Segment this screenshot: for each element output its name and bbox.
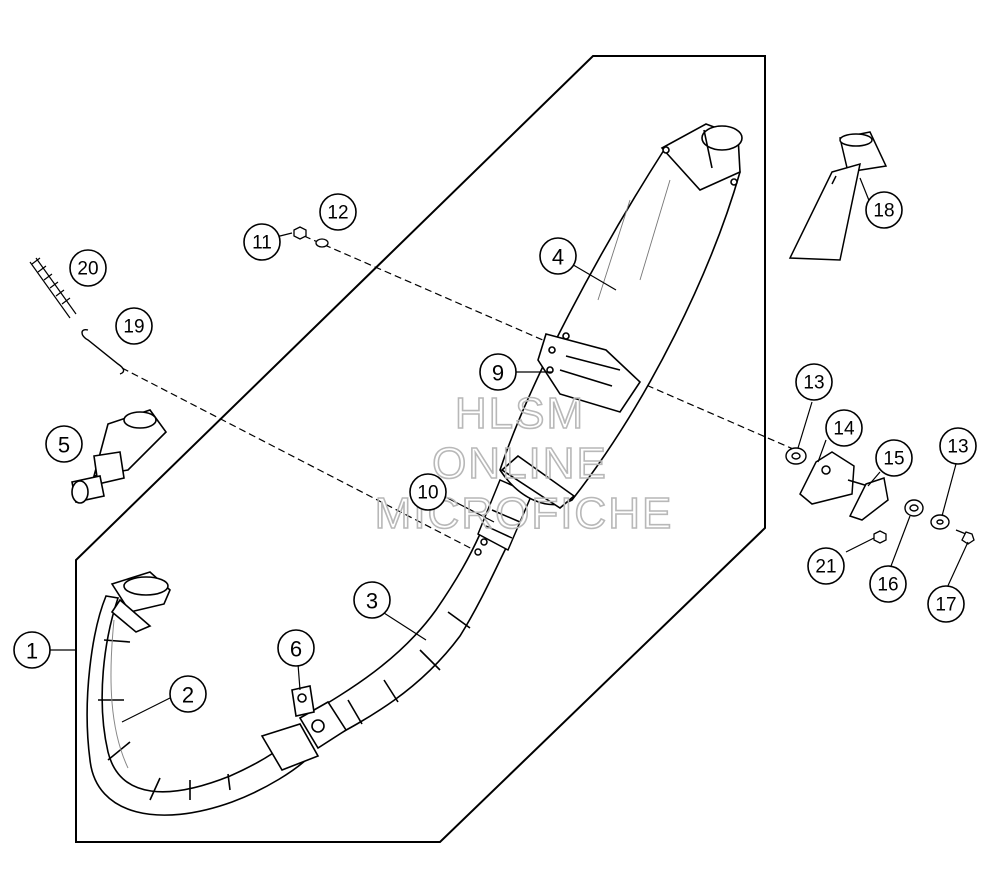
nut-11 [293, 226, 307, 240]
header-pipe [86, 571, 320, 816]
callout-11[interactable]: 11 [243, 223, 281, 261]
svg-text:15: 15 [883, 449, 904, 470]
callout-16[interactable]: 16 [869, 565, 907, 603]
svg-text:10: 10 [417, 483, 438, 504]
middle-pipe [298, 532, 508, 750]
svg-text:21: 21 [815, 557, 836, 578]
grommet-16 [904, 499, 924, 517]
callout-13-left[interactable]: 13 [795, 363, 833, 401]
washer-13-right [930, 514, 950, 530]
svg-text:1: 1 [26, 639, 38, 664]
svg-text:6: 6 [290, 637, 302, 662]
svg-text:11: 11 [252, 233, 272, 254]
callout-14[interactable]: 14 [825, 409, 863, 447]
callout-10[interactable]: 10 [409, 473, 447, 511]
callout-9[interactable]: 9 [479, 353, 517, 391]
bracket-15 [848, 477, 889, 521]
mounting-bracket [291, 685, 315, 717]
adapter-18 [788, 131, 888, 261]
svg-text:3: 3 [366, 589, 378, 614]
svg-text:5: 5 [58, 433, 70, 458]
hook-part [81, 328, 125, 375]
washer-13-left [785, 447, 807, 465]
silencer [499, 123, 743, 509]
callouts: 1 2 3 4 5 6 9 10 [13, 191, 977, 713]
svg-text:18: 18 [873, 201, 894, 222]
callout-1[interactable]: 1 [13, 631, 51, 669]
svg-text:17: 17 [935, 595, 956, 616]
svg-text:2: 2 [182, 683, 194, 708]
svg-text:12: 12 [327, 203, 348, 224]
callout-2[interactable]: 2 [169, 675, 207, 713]
callout-21[interactable]: 21 [807, 547, 845, 585]
callout-15[interactable]: 15 [875, 439, 913, 477]
svg-text:14: 14 [833, 419, 855, 440]
callout-19[interactable]: 19 [115, 307, 153, 345]
insert-part [71, 409, 168, 504]
assembly-outline [75, 55, 766, 843]
washer-12 [315, 238, 329, 248]
header-highlight [110, 619, 129, 769]
svg-text:16: 16 [877, 575, 898, 596]
svg-text:19: 19 [123, 317, 144, 338]
callout-17[interactable]: 17 [927, 585, 965, 623]
callout-6[interactable]: 6 [277, 629, 315, 667]
svg-text:13: 13 [803, 373, 824, 394]
callout-5[interactable]: 5 [45, 425, 83, 463]
watermark-line-2: ONLINE [432, 439, 608, 488]
watermark-line-1: HLSM [455, 389, 585, 438]
svg-text:13: 13 [947, 437, 968, 458]
svg-text:20: 20 [77, 259, 98, 280]
nut-21 [873, 530, 887, 544]
bolt-17 [955, 529, 975, 545]
callout-12[interactable]: 12 [319, 193, 357, 231]
callout-13-right[interactable]: 13 [939, 427, 977, 465]
spring-part [29, 257, 77, 319]
bracket-14 [799, 451, 869, 505]
svg-text:4: 4 [552, 245, 564, 270]
callout-4[interactable]: 4 [539, 237, 577, 275]
callout-3[interactable]: 3 [353, 581, 391, 619]
callout-20[interactable]: 20 [69, 249, 107, 287]
callout-18[interactable]: 18 [865, 191, 903, 229]
svg-text:9: 9 [492, 361, 504, 386]
